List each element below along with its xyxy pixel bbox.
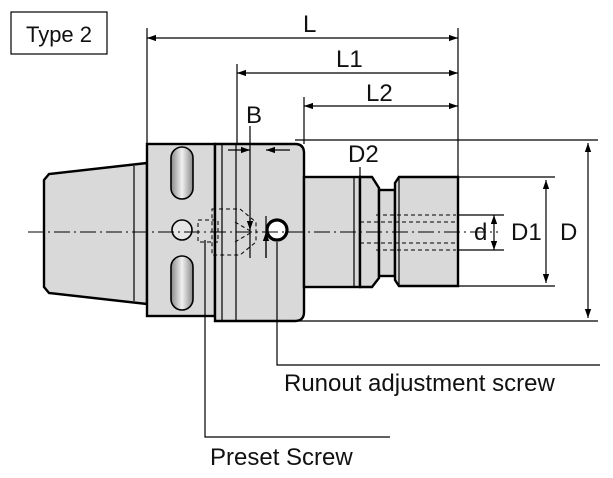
taper-shank: [42, 161, 149, 306]
drive-slot-upper: [170, 146, 194, 200]
dim-label-L2: L2: [366, 80, 393, 107]
drive-slot-lower: [170, 255, 194, 311]
callout-leaders: [204, 240, 600, 438]
dim-label-D: D: [560, 219, 577, 246]
hidden-lines: [197, 208, 456, 256]
dim-label-B: B: [246, 102, 262, 129]
preset-screw-head: [171, 219, 193, 241]
dimension-lines: [146, 28, 598, 322]
dim-label-D2: D2: [348, 141, 379, 168]
dim-label-D1: D1: [511, 219, 542, 246]
runout-screw-label: Runout adjustment screw: [284, 370, 555, 397]
preset-screw-label: Preset Screw: [210, 444, 353, 471]
runout-adjustment-screw: [265, 218, 289, 242]
dim-label-L1: L1: [336, 46, 363, 73]
dim-label-d: d: [474, 219, 487, 246]
type-label: Type 2: [26, 22, 92, 47]
groove: [377, 188, 397, 278]
dim-label-L: L: [303, 11, 316, 38]
type-label-box: Type 2: [10, 11, 108, 55]
